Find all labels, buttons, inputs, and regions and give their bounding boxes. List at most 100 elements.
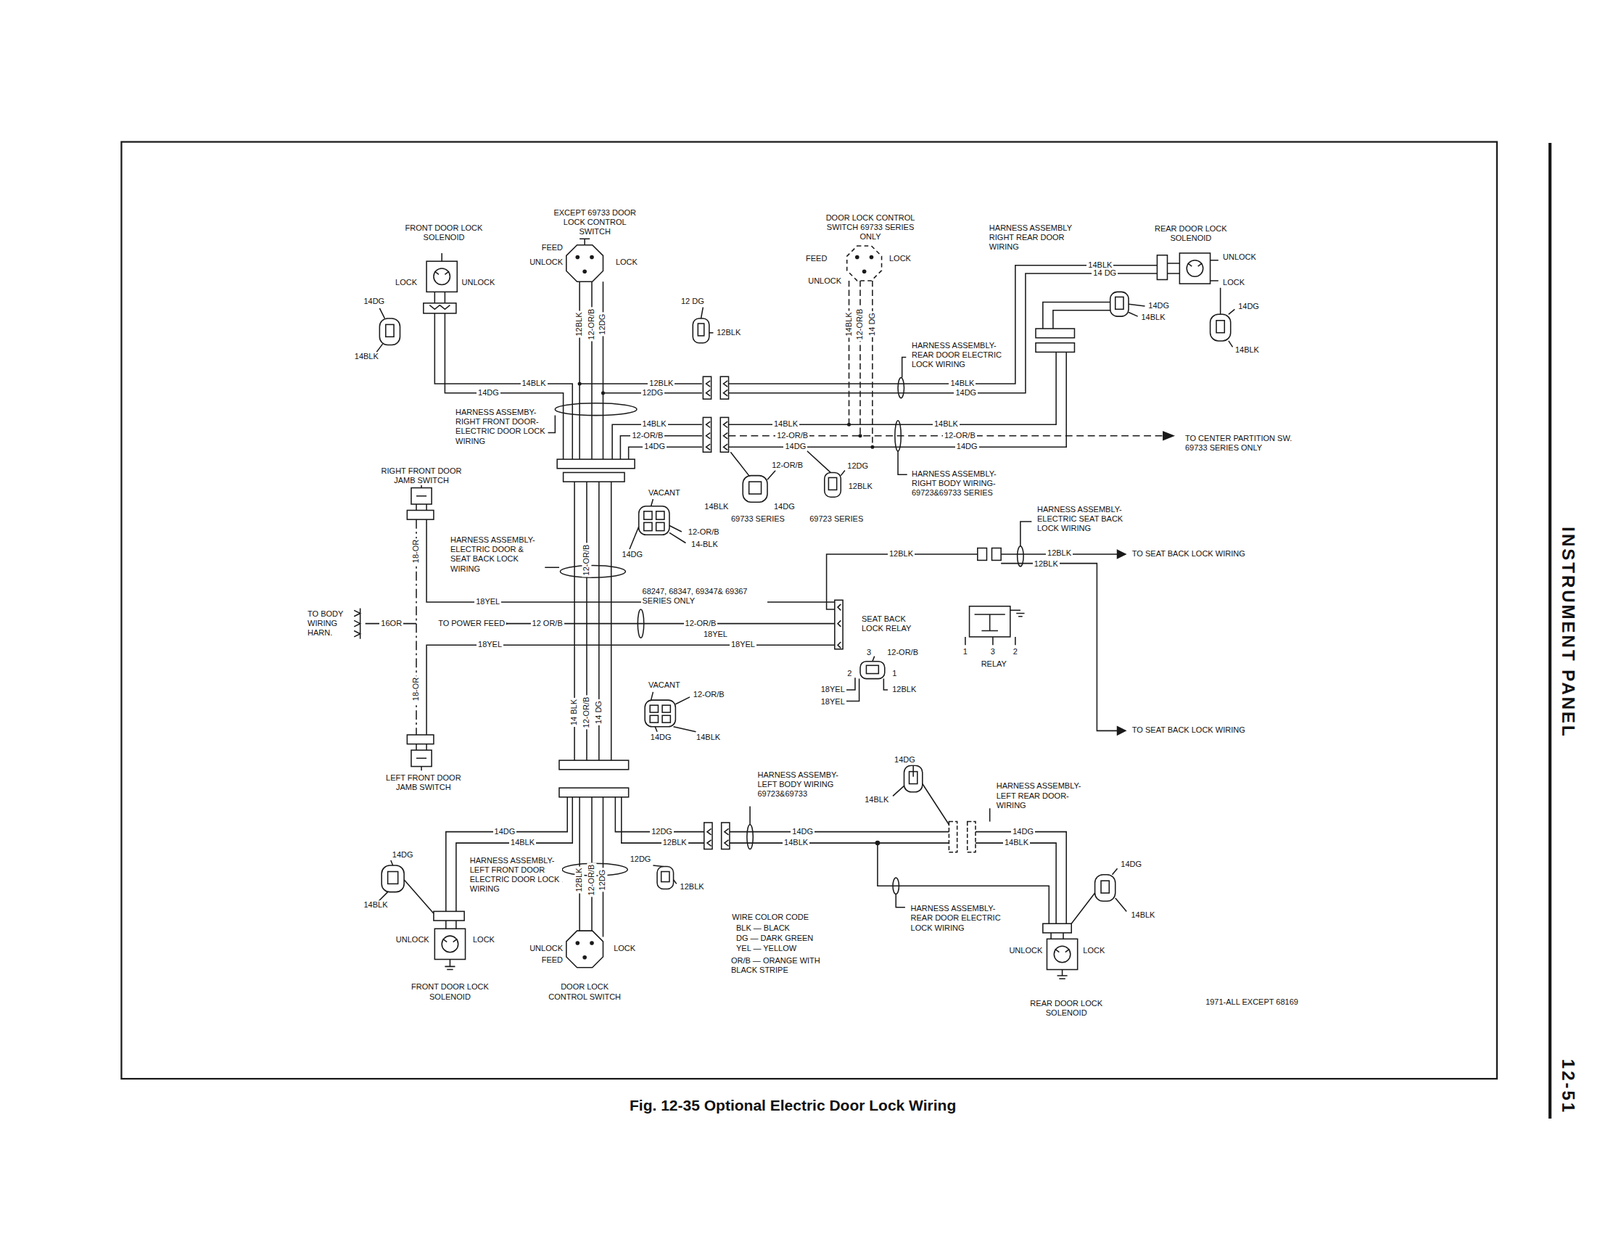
wire-label: 14BLK bbox=[641, 419, 668, 430]
wire-label: 14 DG bbox=[1091, 268, 1118, 278]
wire-label: 12BLK bbox=[575, 311, 585, 338]
wire-label: 14 DG bbox=[867, 311, 877, 338]
wire-label: 14DG bbox=[1236, 302, 1261, 312]
wire bbox=[443, 938, 458, 942]
wire-label: 12BLK bbox=[661, 837, 689, 848]
wire-label: 3 bbox=[865, 648, 873, 658]
wire bbox=[649, 715, 658, 723]
wire-label: TO CENTER PARTITION SW. 69733 SERIES ONL… bbox=[1183, 433, 1314, 452]
wire bbox=[721, 822, 730, 850]
wire-label: 14 DG bbox=[594, 699, 604, 726]
wire-label: FEED bbox=[540, 955, 565, 965]
wire-label: UNLOCK bbox=[528, 944, 565, 954]
wire bbox=[1220, 287, 1236, 348]
page-frame bbox=[121, 142, 1550, 1119]
wire bbox=[1000, 554, 1117, 731]
wire bbox=[376, 308, 385, 352]
wire bbox=[651, 691, 697, 732]
wire-label: 14DG bbox=[493, 826, 518, 837]
wire bbox=[749, 481, 762, 494]
wire-label: HARNESS ASSEMBLY- ELECTRIC DOOR & SEAT B… bbox=[448, 535, 545, 574]
wire-label: 18YEL bbox=[819, 697, 847, 707]
wire bbox=[559, 760, 629, 770]
wire-label: TO BODY WIRING HARN. bbox=[306, 609, 349, 639]
junction-dot bbox=[862, 269, 867, 274]
wire bbox=[652, 865, 676, 884]
wire-label: 14BLK bbox=[520, 378, 548, 389]
wire-label: 14BLK bbox=[1129, 910, 1157, 920]
wire bbox=[416, 744, 427, 771]
wire bbox=[1163, 431, 1174, 440]
wire-label: YEL — YELLOW bbox=[734, 944, 798, 954]
wire bbox=[967, 821, 976, 853]
wire bbox=[965, 636, 1016, 645]
wire-label: FRONT DOOR LOCK SOLENOID bbox=[402, 223, 486, 243]
wire-label: 14BLK bbox=[509, 837, 536, 848]
wire-label: UNLOCK bbox=[1007, 946, 1044, 956]
wire bbox=[544, 566, 560, 568]
wire-label: UNLOCK bbox=[1221, 252, 1258, 262]
wire-label: 12DG bbox=[641, 388, 666, 398]
wire bbox=[1117, 549, 1126, 735]
wire bbox=[557, 459, 635, 469]
wire-label: 18YEL bbox=[819, 684, 847, 695]
wire-label: 12DG bbox=[845, 461, 870, 471]
junction-dot bbox=[847, 422, 851, 427]
wire bbox=[989, 807, 991, 822]
wire-label: LOCK bbox=[1221, 277, 1247, 288]
wire bbox=[559, 787, 629, 798]
junction-dot bbox=[582, 955, 587, 960]
wire bbox=[644, 699, 676, 727]
wire bbox=[416, 483, 427, 497]
wire bbox=[661, 871, 670, 882]
wire-label: HARNESS ASSEMBY- RIGHT FRONT DOOR- ELECT… bbox=[454, 407, 548, 447]
wire bbox=[1046, 938, 1078, 969]
wire-label: 12-OR/B bbox=[586, 307, 597, 342]
wire-label: VACANT bbox=[646, 488, 682, 498]
wire bbox=[416, 504, 427, 510]
page-frame bbox=[1548, 142, 1552, 1119]
wire bbox=[729, 831, 949, 843]
wire bbox=[563, 472, 625, 482]
wire-label: 12DG bbox=[649, 826, 674, 837]
wire-label: EXCEPT 69733 DOOR LOCK CONTROL SWITCH bbox=[550, 208, 639, 238]
junction-dot bbox=[589, 255, 595, 260]
wire-label: 12DG bbox=[598, 312, 608, 337]
wire-label: 14 BLK bbox=[569, 697, 579, 727]
wire-label: 12-OR/B bbox=[683, 618, 719, 629]
wire bbox=[1216, 320, 1225, 333]
wire-label: 2 bbox=[1011, 646, 1020, 657]
wire bbox=[434, 313, 573, 460]
wire bbox=[895, 893, 906, 907]
wire-label: 14BLK bbox=[702, 502, 730, 513]
wire-label: 14DG bbox=[620, 550, 645, 560]
wire-label: 12BLK bbox=[647, 378, 675, 389]
junction-dot bbox=[578, 381, 582, 386]
wire bbox=[381, 865, 404, 893]
wire bbox=[1186, 260, 1204, 278]
wire-label: 14BLK bbox=[694, 733, 722, 743]
wire bbox=[566, 930, 604, 968]
wire bbox=[902, 356, 907, 378]
wire bbox=[1010, 609, 1025, 616]
wire-label: LOCK bbox=[887, 254, 913, 265]
wire bbox=[446, 797, 573, 912]
wire bbox=[423, 303, 457, 314]
junction-dot bbox=[870, 445, 874, 449]
wire bbox=[706, 380, 711, 451]
wire-label: TO POWER FEED bbox=[436, 618, 507, 629]
wire-label: LOCK bbox=[393, 277, 419, 288]
wire-label: 14DG bbox=[361, 297, 386, 307]
wire bbox=[434, 928, 465, 959]
wire bbox=[692, 318, 710, 344]
wire bbox=[805, 449, 845, 476]
wire-label: 14DG bbox=[772, 502, 797, 513]
wire bbox=[1095, 874, 1116, 902]
wire-label: 14DG bbox=[790, 826, 815, 837]
wire-label: 12-OR/B bbox=[942, 430, 977, 441]
wire-label: TO SEAT BACK LOCK WIRING bbox=[1130, 726, 1247, 736]
wire-label: 14BLK bbox=[932, 419, 960, 430]
wire-label: UNLOCK bbox=[460, 277, 497, 288]
junction-dot bbox=[575, 255, 580, 260]
wire-label: HARNESS ASSEMBLY- REAR DOOR ELECTRIC LOC… bbox=[910, 340, 1012, 370]
